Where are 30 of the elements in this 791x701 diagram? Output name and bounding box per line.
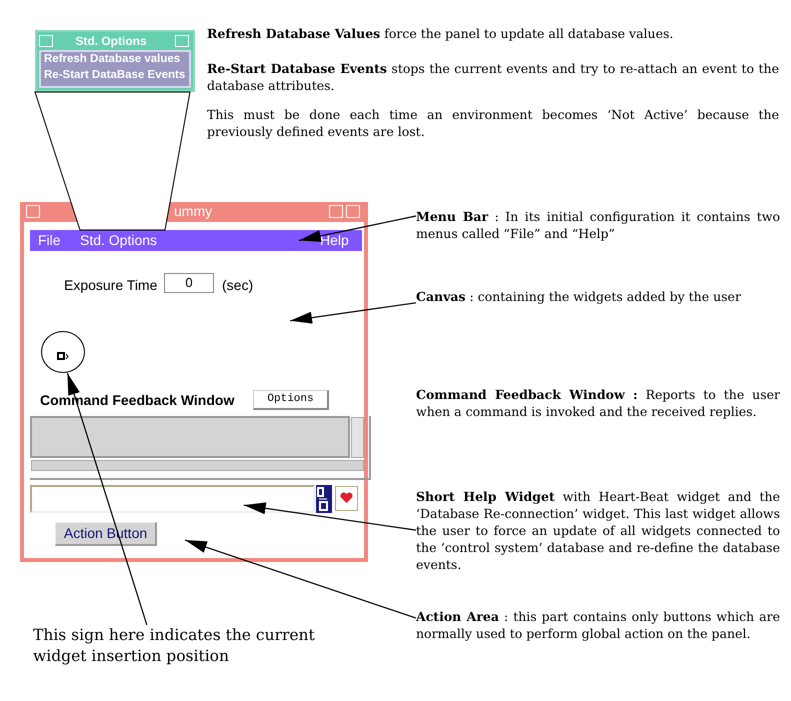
menu-item: Help (320, 232, 349, 248)
insertion-sign (41, 331, 85, 373)
leader-arrow (298, 215, 416, 242)
menu-bar (30, 230, 362, 251)
popup-title: Std. Options (74, 34, 148, 48)
annotation-text: This must be done each time an environment becomes ‘Not Active’ because the previously defined events are lost. (207, 106, 779, 140)
annotation-text: Menu Bar : In its initial configuration it contains two menus called “File” and “Help” (416, 208, 780, 242)
annotation-text: This sign here indicates the current widget insertion position (33, 625, 316, 667)
annotation-text: Canvas : containing the widgets added by the user (416, 288, 742, 305)
leader-arrow (66, 372, 148, 626)
leader-arrow (290, 302, 416, 324)
popup-menu-window (35, 30, 195, 92)
annotation-text: Re-Start Database Events stops the current events and try to re-attach an event to the database attributes. (207, 60, 779, 94)
field-label: Exposure Time (64, 277, 158, 293)
menu-item: Re-Start DataBase Events (44, 69, 186, 81)
menu-item: File (38, 232, 61, 248)
unit-label: (sec) (222, 277, 254, 293)
application-window (20, 202, 368, 562)
window-title: ummy (174, 203, 212, 219)
annotation-text: Refresh Database Values force the panel to update all database values. (207, 25, 674, 42)
menu-item: Refresh Database values (44, 53, 180, 65)
annotation-text: Short Help Widget with Heart-Beat widget and the ‘Database Re-connection’ widget. This last widget allows the user to force an update of all widgets connected to the ‘control system’ database and re-define the database events. (416, 488, 780, 573)
leader-arrow (184, 539, 416, 619)
short-help-field (30, 485, 315, 513)
options-button: Options (253, 390, 329, 410)
menu-item: Std. Options (80, 232, 158, 248)
annotation-text: Command Feedback Window : Reports to the user when a command is invoked and the received replies. (416, 386, 780, 420)
annotation-text: Action Area : this part contains only buttons which are normally used to perform global action on the panel. (416, 608, 780, 642)
leader-arrow (244, 502, 416, 531)
input-field: 0 (164, 273, 214, 293)
